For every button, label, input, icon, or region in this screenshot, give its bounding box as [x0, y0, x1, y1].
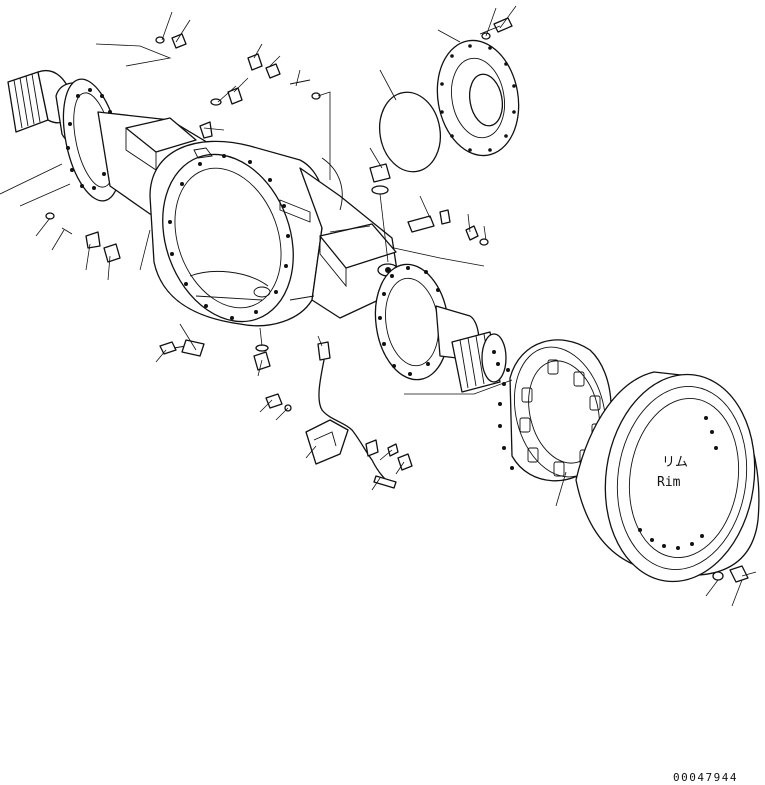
drain-plug	[369, 163, 391, 183]
right-axle-shaft	[435, 305, 507, 393]
nut	[439, 209, 451, 225]
sensor-bracket	[265, 393, 413, 471]
breather	[199, 121, 213, 139]
plug	[103, 243, 121, 263]
right-hub-flange	[374, 263, 450, 381]
washer	[311, 92, 321, 100]
bolt	[159, 341, 177, 355]
o-ring	[379, 91, 441, 173]
rim-label-en: Rim	[657, 475, 681, 490]
washer	[210, 98, 222, 106]
stud	[407, 215, 435, 233]
fitting	[171, 33, 187, 49]
o-ring-small	[371, 185, 389, 195]
axle-housing	[97, 111, 401, 327]
plate	[181, 339, 205, 357]
rim-label-jp: リム	[662, 455, 688, 470]
figure-number: 00047944	[673, 771, 738, 784]
wheel-rim: リム Rim	[575, 371, 760, 583]
plug	[465, 225, 479, 241]
leader-lines	[0, 5, 743, 607]
bolt	[729, 565, 757, 583]
hub-cover	[436, 39, 520, 157]
washer	[155, 36, 165, 44]
washer	[45, 212, 55, 220]
fitting	[85, 231, 101, 249]
pin	[289, 79, 311, 85]
bolt	[479, 17, 513, 35]
washer	[479, 238, 489, 246]
washer	[712, 571, 724, 581]
pin	[61, 227, 73, 235]
wheel-hub	[498, 339, 612, 482]
plug	[247, 53, 263, 71]
plug	[265, 63, 281, 79]
breather-fitting	[227, 87, 243, 105]
sensor-harness	[317, 341, 397, 489]
